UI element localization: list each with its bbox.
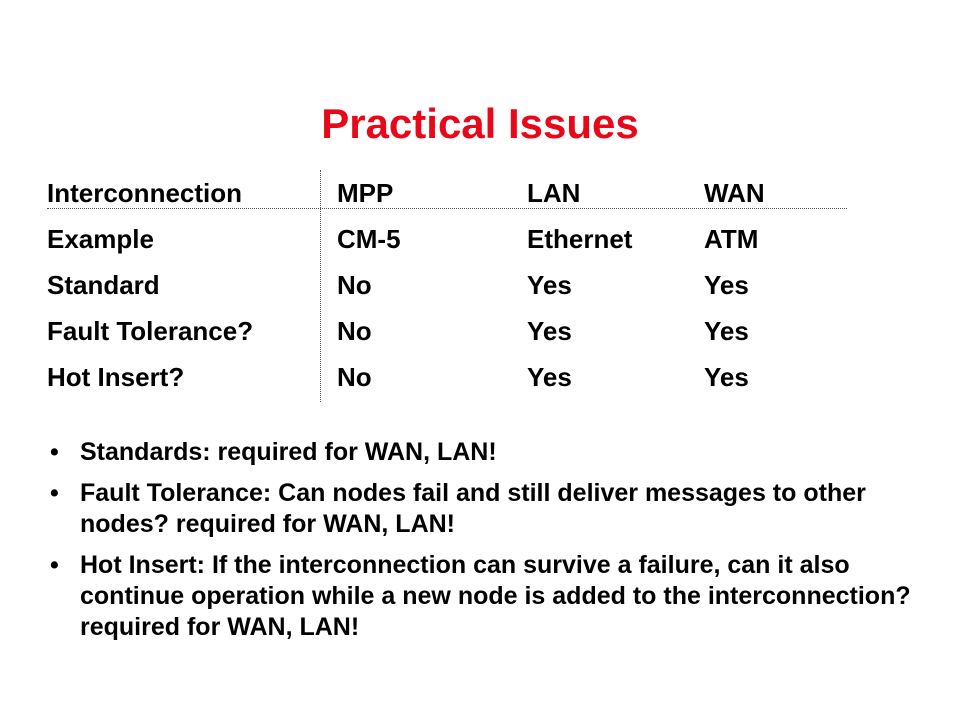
table-cell: No — [337, 316, 372, 346]
table-header-cell: Interconnection — [47, 178, 243, 208]
table-cell: Yes — [704, 362, 749, 392]
table-row-label: Standard — [47, 270, 160, 300]
table-cell: No — [337, 270, 372, 300]
table-row: Standard No Yes Yes — [47, 262, 847, 308]
table-row: Fault Tolerance? No Yes Yes — [47, 308, 847, 354]
table-cell: Yes — [704, 316, 749, 346]
table-cell: No — [337, 362, 372, 392]
table-row-label: Example — [47, 224, 154, 254]
bullet-text: Standards: required for WAN, LAN! — [80, 438, 497, 466]
comparison-table: Interconnection MPP LAN WAN Example CM-5… — [47, 170, 847, 402]
slide-title: Practical Issues — [321, 100, 639, 147]
bullet-dot-icon: • — [50, 551, 59, 579]
bullet-text: Hot Insert: If the interconnection can s… — [80, 551, 911, 641]
table-header-cell: WAN — [704, 178, 765, 208]
table-cell: Yes — [527, 316, 572, 346]
table-column-divider — [320, 170, 321, 402]
bullet-item: • Standards: required for WAN, LAN! — [50, 437, 930, 468]
table-cell: Yes — [527, 362, 572, 392]
table-row-label: Fault Tolerance? — [47, 316, 254, 346]
table-cell: ATM — [704, 224, 759, 254]
bullet-item: • Hot Insert: If the interconnection can… — [50, 550, 930, 643]
bullet-dot-icon: • — [50, 479, 59, 507]
bullet-list: • Standards: required for WAN, LAN! • Fa… — [50, 437, 930, 653]
table-cell: CM-5 — [337, 224, 401, 254]
table-cell: Yes — [704, 270, 749, 300]
table-header-row: Interconnection MPP LAN WAN — [47, 170, 847, 216]
table-cell: Yes — [527, 270, 572, 300]
table-header-cell: MPP — [337, 178, 394, 208]
bullet-item: • Fault Tolerance: Can nodes fail and st… — [50, 478, 930, 540]
table-row: Hot Insert? No Yes Yes — [47, 354, 847, 400]
table-header-cell: LAN — [527, 178, 581, 208]
table-cell: Ethernet — [527, 224, 633, 254]
bullet-text: Fault Tolerance: Can nodes fail and stil… — [80, 479, 866, 538]
bullet-dot-icon: • — [50, 438, 59, 466]
table-row-label: Hot Insert? — [47, 362, 185, 392]
table-row: Example CM-5 Ethernet ATM — [47, 216, 847, 262]
table-header-divider — [47, 208, 847, 209]
